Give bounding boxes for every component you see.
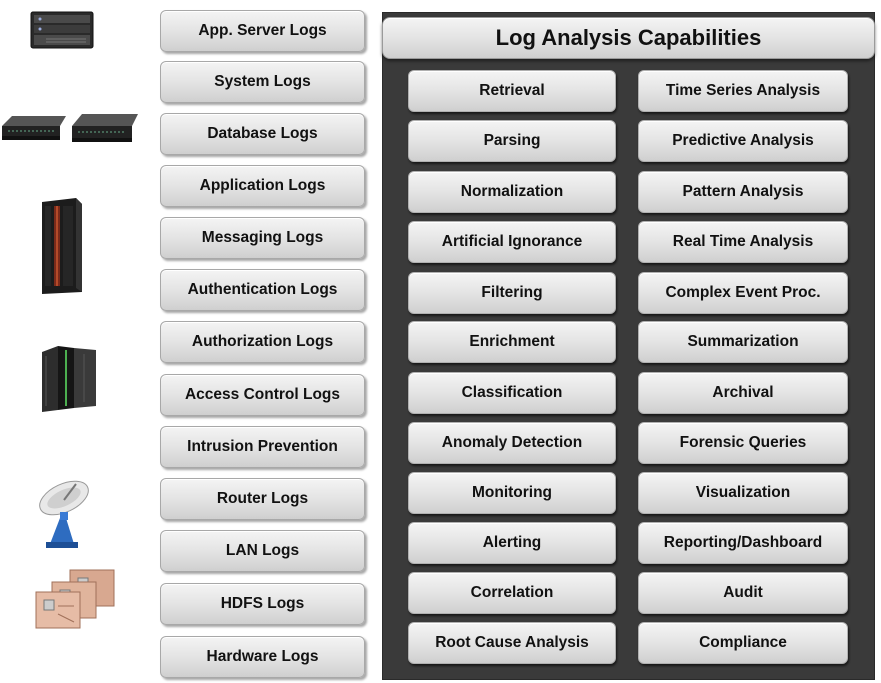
capability-forensic-queries[interactable]: Forensic Queries <box>638 422 848 464</box>
log-source-application[interactable]: Application Logs <box>160 165 365 207</box>
capability-reporting-dashboard[interactable]: Reporting/Dashboard <box>638 522 848 564</box>
log-source-lan[interactable]: LAN Logs <box>160 530 365 572</box>
capability-pattern-analysis[interactable]: Pattern Analysis <box>638 171 848 213</box>
tower-server-icon <box>42 198 82 294</box>
log-source-hdfs[interactable]: HDFS Logs <box>160 583 365 625</box>
satellite-dish-icon <box>39 480 89 548</box>
capability-time-series-analysis[interactable]: Time Series Analysis <box>638 70 848 112</box>
circuit-boards-icon <box>35 569 115 629</box>
capability-predictive-analysis[interactable]: Predictive Analysis <box>638 120 848 162</box>
log-source-access-control[interactable]: Access Control Logs <box>160 374 365 416</box>
capability-root-cause-analysis[interactable]: Root Cause Analysis <box>408 622 616 664</box>
log-source-authorization[interactable]: Authorization Logs <box>160 321 365 363</box>
log-source-database[interactable]: Database Logs <box>160 113 365 155</box>
capability-correlation[interactable]: Correlation <box>408 572 616 614</box>
log-source-messaging[interactable]: Messaging Logs <box>160 217 365 259</box>
capability-compliance[interactable]: Compliance <box>638 622 848 664</box>
capability-enrichment[interactable]: Enrichment <box>408 321 616 363</box>
capability-visualization[interactable]: Visualization <box>638 472 848 514</box>
capability-classification[interactable]: Classification <box>408 372 616 414</box>
log-source-authentication[interactable]: Authentication Logs <box>160 269 365 311</box>
capability-artificial-ignorance[interactable]: Artificial Ignorance <box>408 221 616 263</box>
log-source-system[interactable]: System Logs <box>160 61 365 103</box>
capability-normalization[interactable]: Normalization <box>408 171 616 213</box>
capability-real-time-analysis[interactable]: Real Time Analysis <box>638 221 848 263</box>
mainframe-icon <box>42 346 96 412</box>
panel-title: Log Analysis Capabilities <box>382 17 875 59</box>
log-source-router[interactable]: Router Logs <box>160 478 365 520</box>
log-source-hardware[interactable]: Hardware Logs <box>160 636 365 678</box>
capability-anomaly-detection[interactable]: Anomaly Detection <box>408 422 616 464</box>
network-switches-icon <box>2 114 138 142</box>
capability-complex-event-processing[interactable]: Complex Event Proc. <box>638 272 848 314</box>
log-source-app-server[interactable]: App. Server Logs <box>160 10 365 52</box>
capability-summarization[interactable]: Summarization <box>638 321 848 363</box>
capability-monitoring[interactable]: Monitoring <box>408 472 616 514</box>
capability-archival[interactable]: Archival <box>638 372 848 414</box>
capability-alerting[interactable]: Alerting <box>408 522 616 564</box>
log-source-intrusion-prevention[interactable]: Intrusion Prevention <box>160 426 365 468</box>
rack-server-icon <box>30 11 94 49</box>
capability-filtering[interactable]: Filtering <box>408 272 616 314</box>
capability-parsing[interactable]: Parsing <box>408 120 616 162</box>
capability-audit[interactable]: Audit <box>638 572 848 614</box>
capability-retrieval[interactable]: Retrieval <box>408 70 616 112</box>
